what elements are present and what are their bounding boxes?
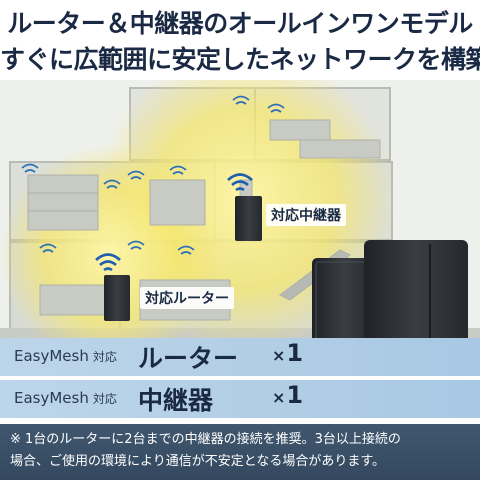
footnote-line1: ※ 1台のルーターに2台までの中継器の接続を推奨。3台以上接続の xyxy=(10,432,401,447)
footnote: ※ 1台のルーターに2台までの中継器の接続を推奨。3台以上接続の 場合、ご使用の… xyxy=(0,424,480,480)
router-in-house xyxy=(104,275,130,321)
spec-product: ルーター xyxy=(138,344,239,373)
repeater-in-house xyxy=(235,196,262,241)
spec-product: 中継器 xyxy=(138,386,214,415)
footnote-line2: 場合、ご使用の環境により通信が不安定となる場合があります。 xyxy=(10,454,386,469)
headline-line1: ルーター＆中継器のオールインワンモデル xyxy=(7,9,473,38)
repeater-label: 対応中継器 xyxy=(266,204,346,226)
house-illustration xyxy=(0,80,480,340)
spec-quantity: ×1 xyxy=(272,339,304,367)
router-label: 対応ルーター xyxy=(140,287,234,309)
product-device-front xyxy=(364,240,468,340)
headline-line2: すぐに広範囲に安定したネットワークを構築 xyxy=(0,45,480,74)
wifi-large-icons xyxy=(95,173,253,272)
spec-quantity: ×1 xyxy=(272,381,304,409)
